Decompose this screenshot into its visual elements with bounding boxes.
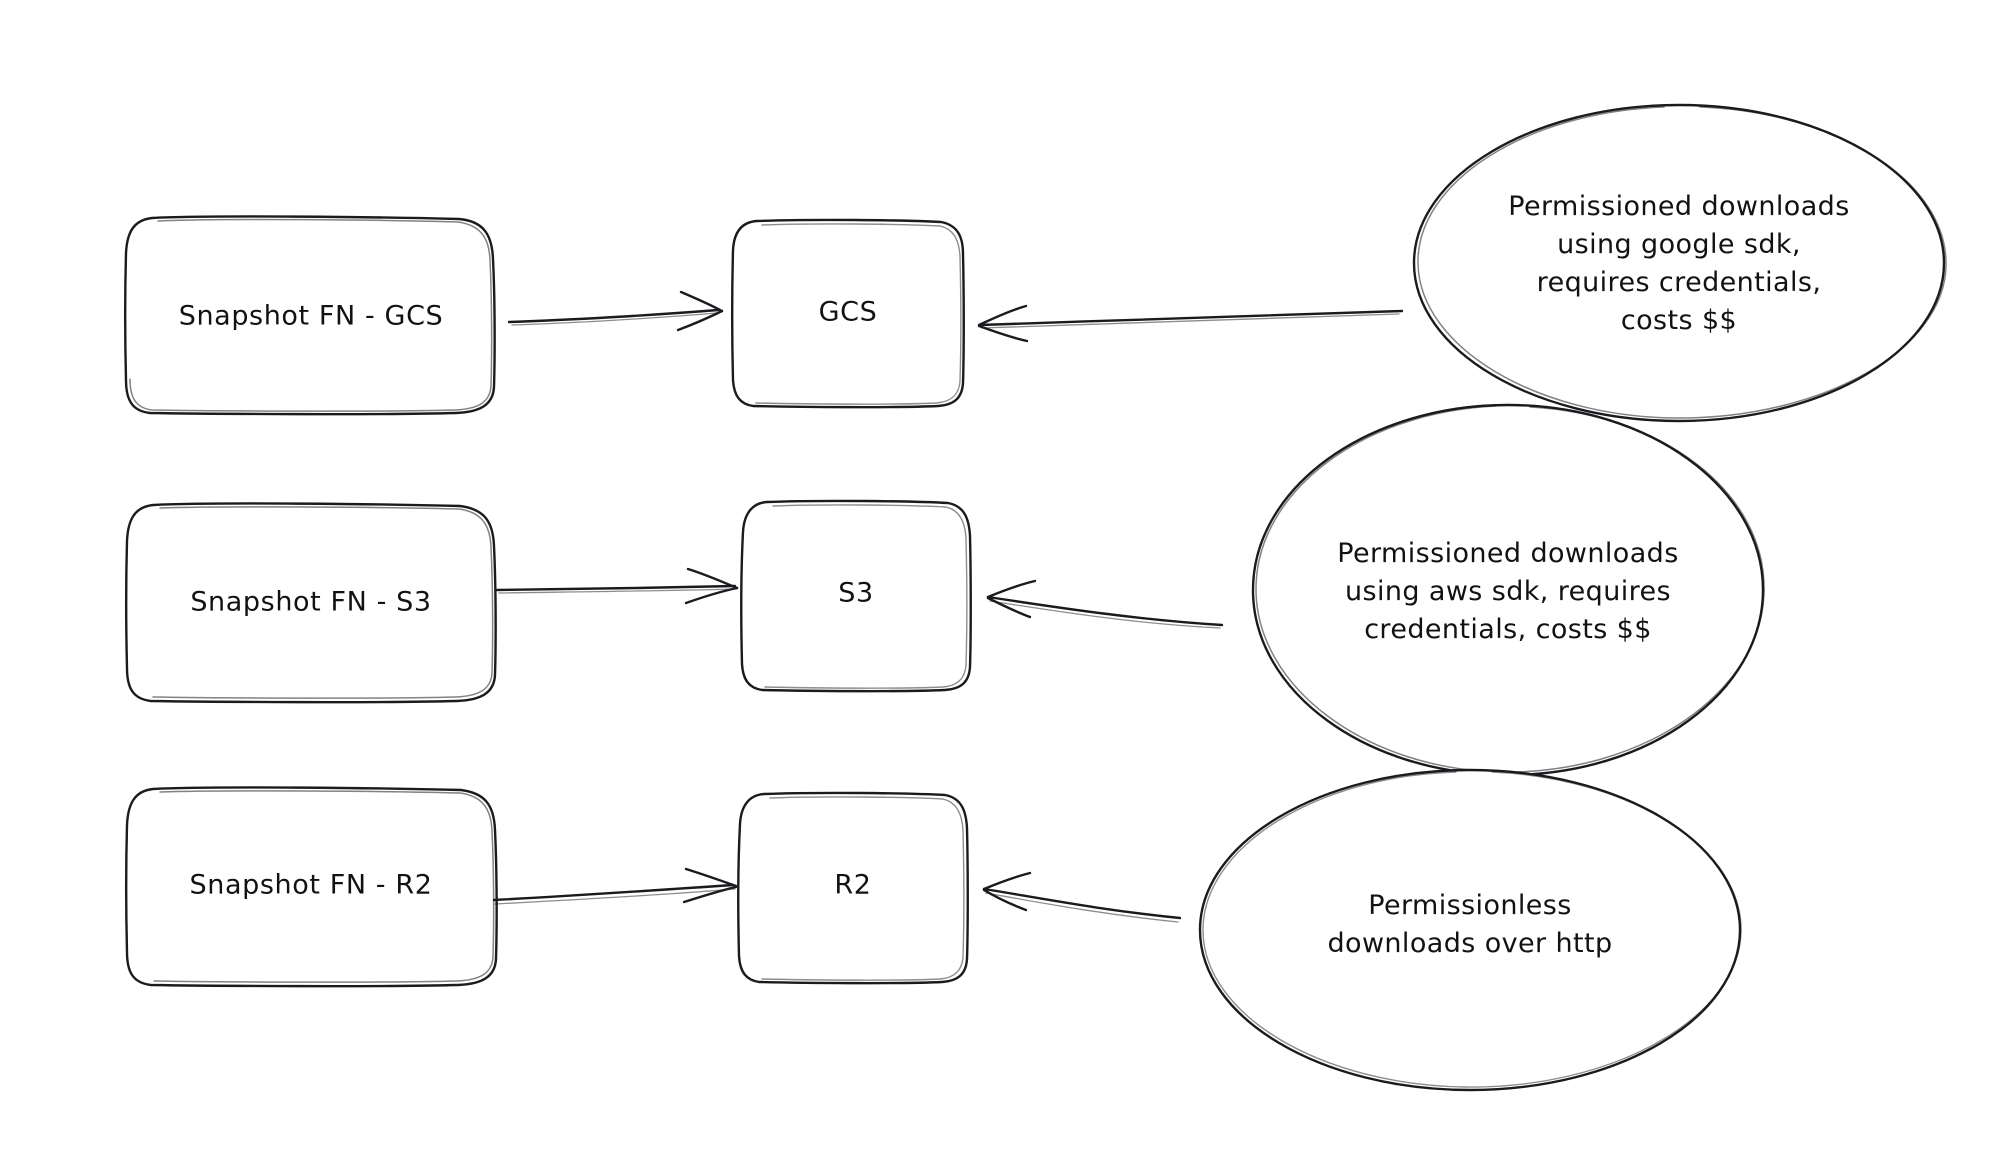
node-label: S3 [838,578,874,609]
node-snapshot-fn-r2[interactable]: Snapshot FN - R2 [125,786,498,988]
node-label: Snapshot FN - R2 [190,870,433,901]
note-s3-permissions[interactable]: Permissioned downloads using aws sdk, re… [1251,403,1765,777]
edge-note-r2 [982,871,1182,923]
node-label: Snapshot FN - GCS [179,301,444,332]
node-r2[interactable]: R2 [737,791,969,985]
node-label: Snapshot FN - S3 [190,587,431,618]
row-r2: Snapshot FN - R2 R2 [125,768,1742,1092]
node-label: GCS [819,297,878,328]
note-r2-permissionless[interactable]: Permissionless downloads over http [1198,768,1742,1092]
note-line: credentials, costs $$ [1364,614,1652,645]
node-snapshot-fn-gcs[interactable]: Snapshot FN - GCS [124,215,496,416]
note-line: Permissioned downloads [1508,191,1849,222]
note-line: using google sdk, [1557,229,1801,260]
row-gcs: Snapshot FN - GCS GCS [124,103,1947,423]
node-gcs[interactable]: GCS [731,218,965,409]
node-label: R2 [834,870,871,901]
note-line: using aws sdk, requires [1345,576,1671,607]
note-line: downloads over http [1327,928,1612,959]
node-snapshot-fn-s3[interactable]: Snapshot FN - S3 [125,502,497,704]
note-line: requires credentials, [1537,267,1822,298]
edge-snapshot-s3 [495,567,739,605]
edge-snapshot-r2 [492,867,738,905]
note-line: costs $$ [1621,305,1737,336]
note-line: Permissioned downloads [1337,538,1678,569]
row-s3: Snapshot FN - S3 S3 [125,403,1765,777]
edge-note-gcs [977,304,1404,343]
note-line: Permissionless [1368,890,1571,921]
edge-note-s3 [986,579,1224,629]
node-s3[interactable]: S3 [740,499,972,693]
note-gcs-permissions[interactable]: Permissioned downloads using google sdk,… [1412,103,1947,423]
edge-snapshot-gcs [507,290,724,332]
